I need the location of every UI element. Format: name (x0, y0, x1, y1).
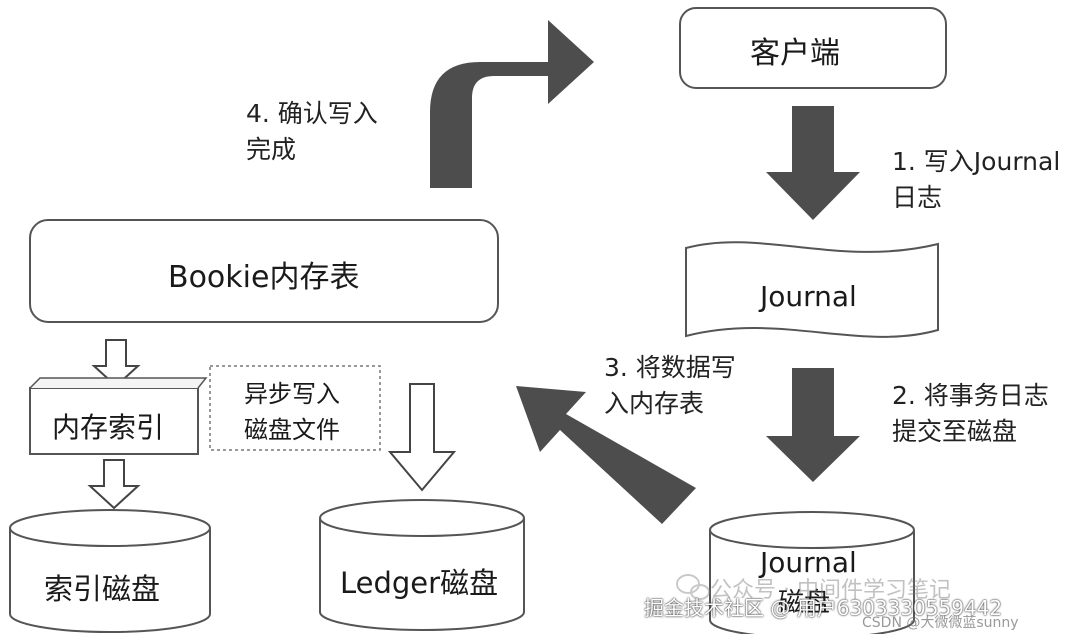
async-to-ledger-arrow (387, 383, 457, 492)
step2-label-line2: 提交至磁盘 (892, 417, 1018, 446)
bookie-memtable-box (29, 219, 499, 323)
step4-label-line2: 完成 (246, 135, 297, 164)
index-disk-cylinder (9, 509, 211, 633)
journal-disk-label-line1: Journal (760, 546, 857, 579)
async-write-box (209, 365, 381, 451)
journal-disk-cylinder (709, 511, 915, 634)
step1-arrow (766, 106, 860, 220)
index-disk-label: 索引磁盘 (44, 572, 161, 606)
journal-file-label: Journal (760, 280, 857, 313)
step4-label-line1: 4. 确认写入 (246, 99, 378, 128)
ledger-disk-label: Ledger磁盘 (340, 566, 499, 600)
journal-file-shape (685, 241, 939, 338)
client-box (679, 7, 947, 89)
index-to-disk-arrow (87, 459, 141, 510)
async-write-label-line2: 磁盘文件 (244, 416, 340, 444)
memory-index-box (29, 387, 199, 455)
step3-label-line2: 入内存表 (604, 389, 705, 418)
bookie-memtable-label: Bookie内存表 (168, 260, 360, 295)
wechat-watermark: 公众号 · 中间件学习笔记 (710, 578, 951, 603)
async-write-label-line1: 异步写入 (244, 380, 340, 408)
step3-arrow (516, 386, 696, 524)
wechat-icon (676, 574, 710, 600)
csdn-watermark: CSDN @大微微蓝sunny (862, 615, 1019, 631)
juejin-watermark: 掘金技术社区 @ 用户6303330559442 (644, 596, 1003, 620)
journal-disk-label-line2: 磁盘 (778, 588, 831, 618)
step1-label-line2: 日志 (892, 183, 943, 212)
step1-label-line1: 1. 写入Journal (892, 147, 1061, 176)
client-label: 客户端 (750, 36, 840, 71)
ledger-disk-cylinder (319, 499, 525, 631)
memtable-to-index-arrow (91, 339, 141, 388)
memory-index-label: 内存索引 (52, 411, 165, 444)
step2-label-line1: 2. 将事务日志 (892, 381, 1049, 410)
step2-arrow (766, 368, 860, 482)
step3-label-line1: 3. 将数据写 (604, 353, 736, 382)
step4-arrow (430, 20, 594, 188)
memory-index-3d-top (29, 377, 208, 389)
